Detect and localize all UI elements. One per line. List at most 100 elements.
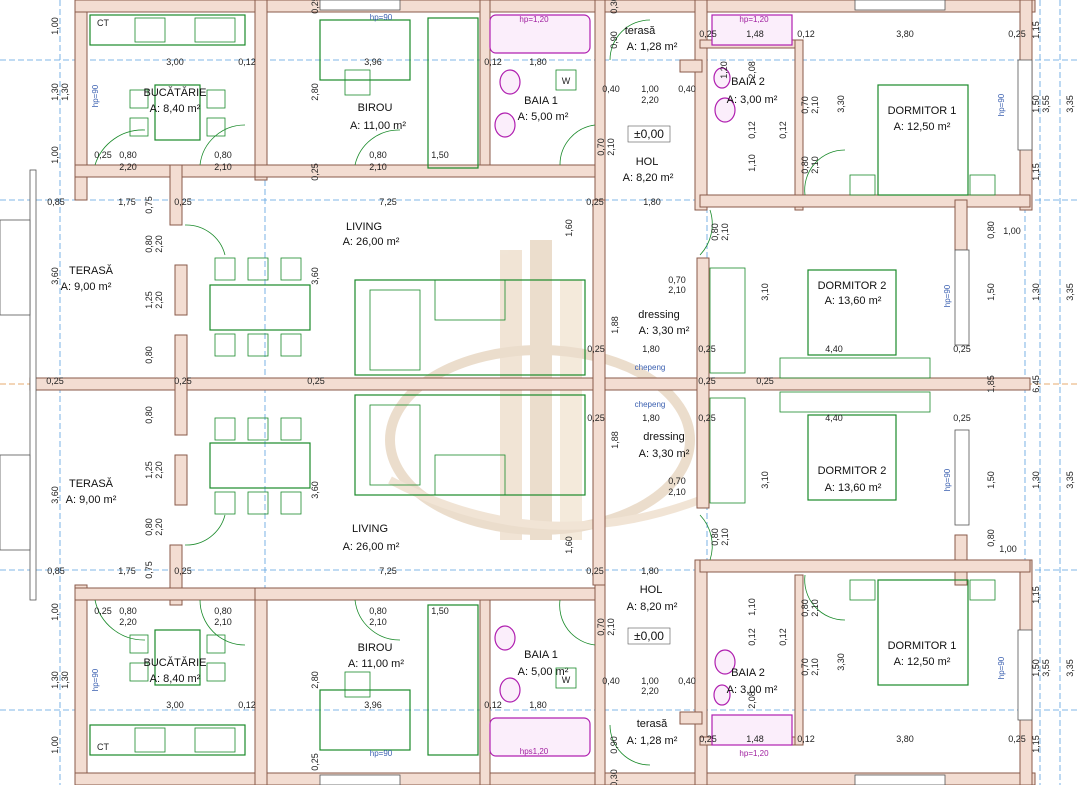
dimension-label: 0,40 <box>678 676 696 686</box>
dimension-label: 1,15 <box>1031 586 1041 604</box>
room-area-living: A: 26,00 m² <box>343 541 400 553</box>
dimension-label: 0,70 <box>668 476 686 486</box>
dimension-label: 0,40 <box>602 84 620 94</box>
dimension-label: 1,00 <box>1003 226 1021 236</box>
dimension-label: 3,10 <box>760 471 770 489</box>
dimension-label: 2,10 <box>720 223 730 241</box>
dimension-label: 3,96 <box>364 57 382 67</box>
dimension-label: 1,50 <box>986 283 996 301</box>
dimension-label: 2,10 <box>214 162 232 172</box>
dimension-label: 4,40 <box>825 413 843 423</box>
dimension-label: 0,25 <box>699 734 717 744</box>
dimension-label: 1,50 <box>986 471 996 489</box>
dimension-label: 0,25 <box>953 413 971 423</box>
walls <box>29 0 1036 785</box>
dimensions-horizontal: 3,00 0,12 3,96 0,12 1,80 1,00 2,20 0,40 … <box>46 29 1026 744</box>
room-area-terasa: A: 9,00 m² <box>66 494 117 506</box>
room-area-bucatarie: A: 8,40 m² <box>150 103 201 115</box>
dimension-label: 3,60 <box>50 486 60 504</box>
dimension-label: 0,12 <box>778 628 788 646</box>
dimension-label: 0,25 <box>310 163 320 181</box>
dimension-label: 1,30 <box>60 83 70 101</box>
room-name-birou: BIROU <box>358 102 393 114</box>
room-name-living: LIVING <box>352 523 388 535</box>
dimension-label: 1,20 <box>719 61 729 79</box>
dimension-label: 0,70 <box>596 138 606 156</box>
room-area-baia1: A: 5,00 m² <box>518 111 569 123</box>
dimension-label: 0,30 <box>609 0 619 14</box>
dimension-label: 1,00 <box>50 146 60 164</box>
dimension-label: 6,45 <box>1031 375 1041 393</box>
dimension-label: 0,80 <box>144 346 154 364</box>
dimension-label: 0,25 <box>46 376 64 386</box>
dimension-label: 0,25 <box>1008 29 1026 39</box>
room-name-bucatarie: BUCĂTĂRIE <box>144 86 207 99</box>
dimension-label: 2,20 <box>641 686 659 696</box>
dimension-label: 2,10 <box>606 138 616 156</box>
dimension-label: 0,80 <box>369 606 387 616</box>
dimension-label: 4,40 <box>825 344 843 354</box>
room-name-baia2: BAIA 2 <box>731 667 765 679</box>
room-name-terasa-small: terasă <box>637 718 668 730</box>
hp-note: hp=90 <box>91 84 100 107</box>
dimension-label: 1,25 <box>144 291 154 309</box>
notes: CT CT W W chepeng chepeng hp=90 hp=90 hp… <box>91 13 1006 758</box>
dimension-label: 0,80 <box>144 406 154 424</box>
windows <box>0 0 1033 785</box>
dimension-label: 1,50 <box>431 150 449 160</box>
room-name-birou: BIROU <box>358 642 393 654</box>
dimension-label: 0,25 <box>94 150 112 160</box>
dimension-label: 0,25 <box>310 753 320 771</box>
dimension-label: 0,75 <box>144 561 154 579</box>
dimension-label: 1,00 <box>999 544 1017 554</box>
room-name-terasa: TERASĂ <box>69 264 114 277</box>
hp-note: hp=90 <box>91 668 100 691</box>
chepeng-label: chepeng <box>635 400 666 409</box>
w-label: W <box>562 76 571 86</box>
dimension-label: 1,15 <box>1031 21 1041 39</box>
room-area-birou: A: 11,00 m² <box>350 120 406 132</box>
dimension-label: 0,25 <box>587 344 605 354</box>
dimension-label: 2,10 <box>810 658 820 676</box>
room-name-terasa: TERASĂ <box>69 477 114 490</box>
dimension-label: 0,80 <box>800 156 810 174</box>
dimension-label: 1,15 <box>1031 163 1041 181</box>
room-name-baia2: BAIA 2 <box>731 76 765 88</box>
dimension-label: 1,75 <box>118 197 136 207</box>
dimension-label: 0,25 <box>310 0 320 14</box>
room-area-birou: A: 11,00 m² <box>348 658 404 670</box>
dimension-label: 2,20 <box>119 617 137 627</box>
ct-label: CT <box>97 742 109 752</box>
dimension-label: 1,85 <box>986 375 996 393</box>
dimension-label: 1,00 <box>50 17 60 35</box>
dimension-label: 3,30 <box>836 95 846 113</box>
room-area-dormitor1: A: 12,50 m² <box>894 121 951 133</box>
dimensions-vertical: 1,00 1,30 1,30 1,00 2,80 0,25 0,25 0,90 … <box>50 0 1075 785</box>
dimension-label: 1,00 <box>50 603 60 621</box>
w-label: W <box>562 675 571 685</box>
dimension-label: 2,10 <box>668 487 686 497</box>
dimension-label: 1,48 <box>746 734 764 744</box>
dimension-label: 0,90 <box>609 31 619 49</box>
dimension-label: 0,25 <box>587 413 605 423</box>
hp-note: hp=1,20 <box>739 749 769 758</box>
dimension-label: 0,80 <box>119 606 137 616</box>
room-area-dormitor2: A: 13,60 m² <box>825 482 882 494</box>
hp-note: hp=1,20 <box>739 15 769 24</box>
dimension-label: 1,88 <box>610 431 620 449</box>
dimension-label: 0,80 <box>986 221 996 239</box>
dimension-label: 3,00 <box>166 700 184 710</box>
dimension-label: 2,10 <box>214 617 232 627</box>
dimension-label: 0,80 <box>144 235 154 253</box>
dimension-label: 0,85 <box>47 197 65 207</box>
dimension-label: 2,20 <box>154 235 164 253</box>
dimension-label: 3,60 <box>310 267 320 285</box>
dimension-label: 2,10 <box>369 617 387 627</box>
room-area-terasa-small: A: 1,28 m² <box>627 735 678 747</box>
room-area-dressing: A: 3,30 m² <box>639 325 690 337</box>
dimension-label: 1,00 <box>641 84 659 94</box>
dimension-label: 2,10 <box>668 285 686 295</box>
dimension-label: 3,60 <box>310 481 320 499</box>
dimension-label: 0,25 <box>698 376 716 386</box>
dimension-label: 2,10 <box>810 156 820 174</box>
